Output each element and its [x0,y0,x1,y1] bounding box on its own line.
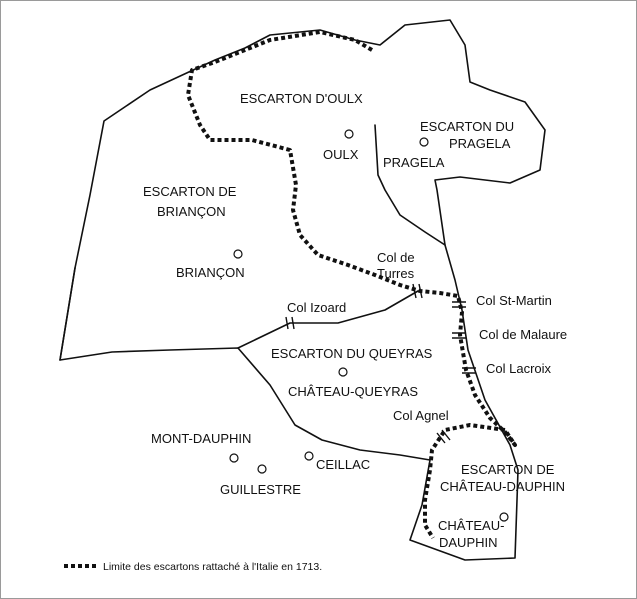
town-marker-chateau-queyras [338,367,348,377]
pass-label-st-martin: Col St-Martin [476,293,552,308]
town-label-ceillac: CEILLAC [316,457,370,472]
pass-marker-turres [412,283,423,299]
region-label-briancon-line1: ESCARTON DE [143,184,237,199]
town-label-oulx: OULX [323,147,359,162]
region-label-briancon-line2: BRIANÇON [157,204,226,219]
region-label-chateau-dauphin-line2: CHÂTEAU-DAUPHIN [440,479,565,494]
town-marker-mont-dauphin [229,453,239,463]
region-label-pragela-line2: PRAGELA [449,136,511,151]
region-label-oulx: ESCARTON D'OULX [240,91,363,106]
pass-label-agnel: Col Agnel [393,408,449,423]
outer-boundary [59,19,546,561]
pass-label-turres-line1: Col de [377,250,415,265]
town-marker-briancon [233,249,243,259]
pass-label-turres-line2: Turres [377,266,415,281]
town-label-guillestre: GUILLESTRE [220,482,301,497]
town-marker-guillestre [257,464,267,474]
oulx-pragela-border [374,124,446,246]
town-label-chateau-queyras: CHÂTEAU-QUEYRAS [288,384,418,399]
town-label-briancon: BRIANÇON [176,265,245,280]
pass-marker-lacroix [462,367,476,374]
town-marker-ceillac [304,451,314,461]
region-label-pragela-line1: ESCARTON DU [420,119,514,134]
town-label-chateau-dauphin-line2: DAUPHIN [439,535,498,550]
town-marker-oulx [344,129,354,139]
legend-label: Limite des escartons rattaché à l'Italie… [103,561,322,573]
pass-marker-agnel [436,429,451,444]
town-marker-pragela [419,137,429,147]
legend: Limite des escartons rattaché à l'Italie… [64,561,322,573]
pass-marker-st-martin [452,301,466,308]
town-label-mont-dauphin: MONT-DAUPHIN [151,431,251,446]
pass-label-izoard: Col Izoard [287,300,346,315]
region-label-chateau-dauphin-line1: ESCARTON DE [461,462,555,477]
pass-marker-izoard [285,316,295,330]
pass-marker-malaure [452,332,466,339]
pass-label-malaure: Col de Malaure [479,327,567,342]
town-label-chateau-dauphin-line1: CHÂTEAU- [438,518,504,533]
town-label-pragela: PRAGELA [383,155,445,170]
briancon-queyras-border [237,290,419,349]
queyras-boundary-west [59,267,76,361]
town-marker-chateau-dauphin [499,512,509,522]
pass-label-lacroix: Col Lacroix [486,361,552,376]
limit-1713-line [186,30,517,540]
region-label-queyras: ESCARTON DU QUEYRAS [271,346,433,361]
